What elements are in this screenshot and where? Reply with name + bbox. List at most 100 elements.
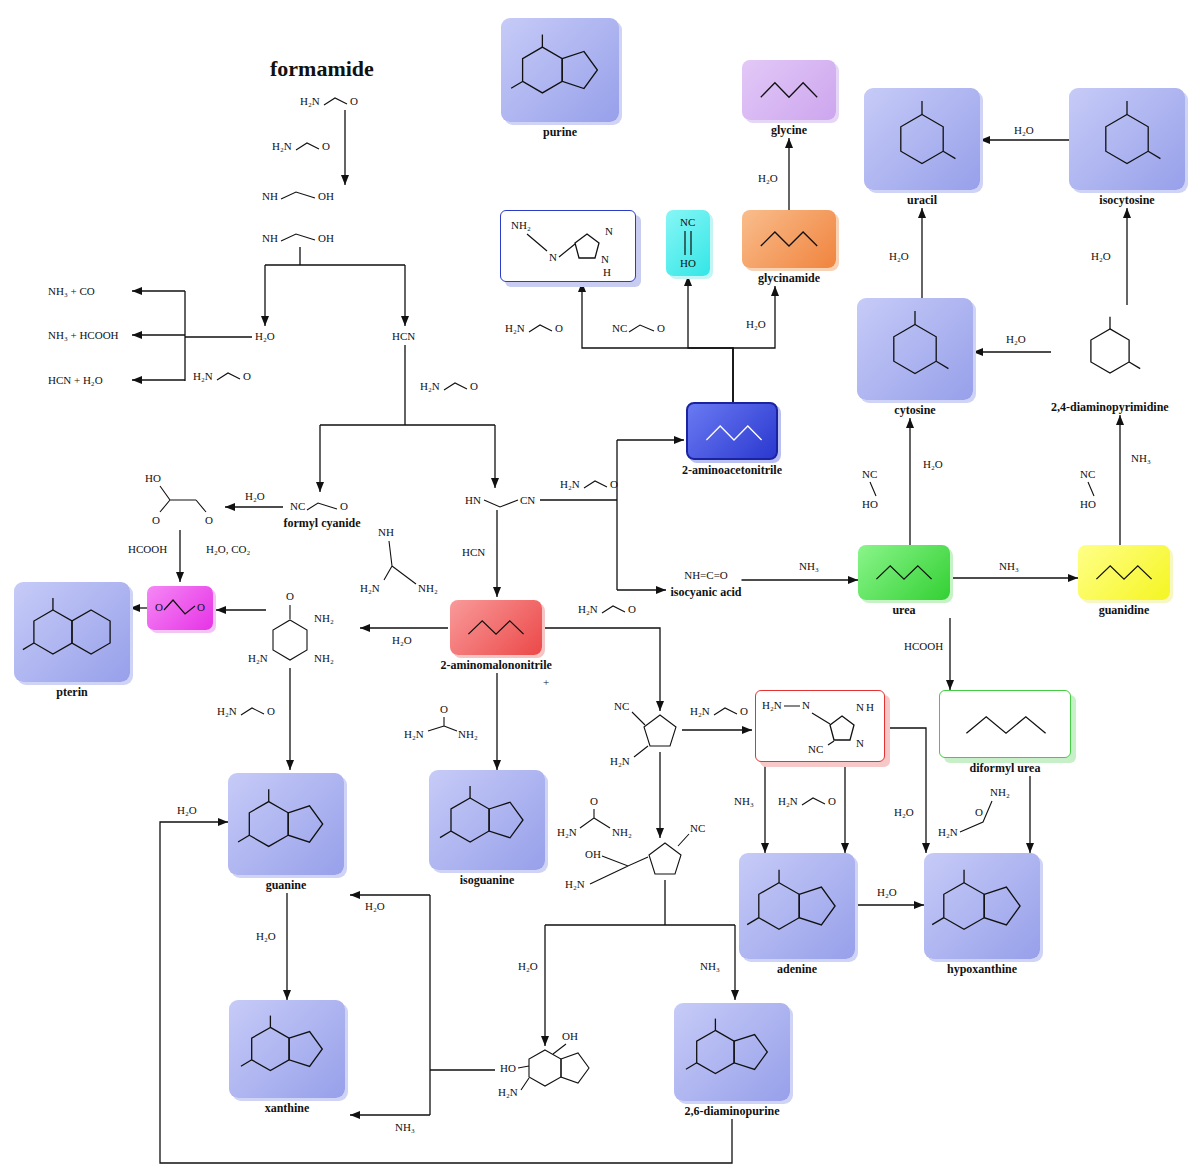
- reaction-arrow: [764, 762, 765, 853]
- ring-bond: [523, 47, 563, 93]
- ring-bond: [759, 883, 799, 930]
- reaction-arrow: [788, 138, 789, 210]
- reagent-label: NH₂: [612, 826, 632, 839]
- reagent-label: H₂N: [938, 826, 958, 839]
- atom-label: H: [866, 701, 874, 714]
- reagent-label: H₂N: [778, 795, 798, 808]
- reagent-label: H₂O: [1005, 333, 1027, 346]
- reagent-label: H₂N: [690, 705, 710, 718]
- reaction-arrow: [1126, 208, 1127, 305]
- structure-glyph: [857, 298, 973, 400]
- reagent-label: NH₃ + CO: [48, 285, 95, 298]
- bond-line: [963, 870, 964, 883]
- structure-box: NC HO: [666, 210, 710, 276]
- reagent-label: H₂O: [922, 458, 944, 471]
- reagent-label: H₂O: [255, 330, 275, 343]
- structure-glyph: [742, 60, 836, 120]
- reagent-label: NH₂: [418, 582, 438, 595]
- bond-line: [778, 870, 779, 883]
- compound-name: formyl cyanide: [284, 516, 361, 531]
- reagent-label: H₂N: [360, 582, 380, 595]
- compound-node: NH=C=Oisocyanic acid: [671, 568, 742, 600]
- structure-glyph: [674, 1003, 790, 1101]
- reagent-label: HO: [862, 498, 878, 511]
- ring-bond: [1091, 329, 1129, 373]
- reaction-arrow: [973, 351, 1051, 352]
- atom-label: O: [155, 601, 163, 614]
- reaction-arrow: [582, 282, 733, 402]
- compound-node: uracil: [864, 88, 980, 208]
- atom-label: HO: [680, 257, 696, 270]
- reaction-arrow: [885, 728, 926, 853]
- reaction-arrow: [1119, 415, 1120, 545]
- diagram-title: formamide: [270, 56, 374, 82]
- chain-bond: [876, 566, 931, 579]
- atom-label: NC: [680, 216, 695, 229]
- reagent-label: NH₃: [733, 795, 755, 808]
- structure-box: [924, 853, 1040, 959]
- reagent-label: H₂N: [565, 878, 585, 891]
- chain-bond: [761, 232, 817, 246]
- bond-line: [241, 1060, 252, 1066]
- compound-name: urea: [892, 603, 915, 618]
- bond-line: [238, 835, 249, 842]
- reagent-label: H₂O: [245, 490, 265, 503]
- structure-glyph: [450, 600, 542, 655]
- ring-bond: [944, 883, 984, 930]
- reagent-label: O: [610, 478, 618, 491]
- reagent-label: H₂N: [560, 478, 580, 491]
- compound-name: guanine: [266, 878, 307, 893]
- reagent-label: O: [975, 806, 983, 819]
- reaction-arrow: [909, 418, 910, 545]
- structure-glyph: [940, 691, 1072, 759]
- reagent-label: H₂O: [745, 318, 767, 331]
- structure-box: [1078, 545, 1170, 600]
- reagent-label: H₂O: [176, 804, 198, 817]
- reagent-label: O: [243, 370, 251, 383]
- atom-label: N: [601, 253, 609, 266]
- structure-box: [674, 1003, 790, 1101]
- structure-glyph: [501, 18, 619, 122]
- reagent-label: O: [322, 140, 330, 153]
- atom-label: NH₂: [511, 219, 531, 232]
- reaction-arrow: [286, 893, 287, 1000]
- reagent-label: O: [555, 322, 563, 335]
- ring-bond: [734, 1035, 767, 1070]
- structure-box: H₂NNNHNCN: [755, 690, 885, 762]
- reagent-label: O: [286, 590, 294, 603]
- reagent-label: H₂N: [505, 322, 525, 335]
- structure-box: [742, 210, 836, 268]
- bond-line: [932, 918, 944, 925]
- structure-box: [742, 60, 836, 120]
- atom-label: N: [856, 737, 864, 750]
- compound-node: OO: [147, 586, 213, 630]
- compound-node: 2,4-diaminopyrimidine: [1051, 305, 1169, 415]
- structure-glyph: [429, 770, 545, 870]
- ring-bond: [1106, 115, 1148, 164]
- structure-glyph: [924, 853, 1040, 959]
- reagent-label: HN: [465, 494, 481, 507]
- reagent-label: NC: [290, 500, 305, 513]
- structure-glyph: [1078, 545, 1170, 600]
- reagent-label: NH₃: [998, 560, 1020, 573]
- reagent-label: H₂O: [876, 886, 898, 899]
- reagent-label: H₂N: [193, 370, 213, 383]
- bond-line: [685, 231, 691, 255]
- ring-bond: [288, 806, 323, 842]
- atom-label: O: [197, 601, 205, 614]
- structure-box: [229, 1000, 345, 1098]
- structure-box: [228, 773, 344, 875]
- reaction-arrow: [950, 577, 1078, 578]
- bond-line: [469, 786, 470, 798]
- bond-line: [52, 598, 53, 610]
- reaction-arrow: [688, 276, 733, 402]
- ring-bond: [451, 798, 489, 842]
- reagent-label: NH₂: [458, 728, 478, 741]
- reagent-label: H₂O: [888, 250, 910, 263]
- reaction-arrow: [742, 579, 859, 580]
- bond-line: [715, 1019, 716, 1031]
- structure-box: [14, 582, 130, 682]
- structure-box: [857, 298, 973, 400]
- reaction-arrow: [980, 139, 1069, 140]
- reagent-label: HO: [145, 472, 161, 485]
